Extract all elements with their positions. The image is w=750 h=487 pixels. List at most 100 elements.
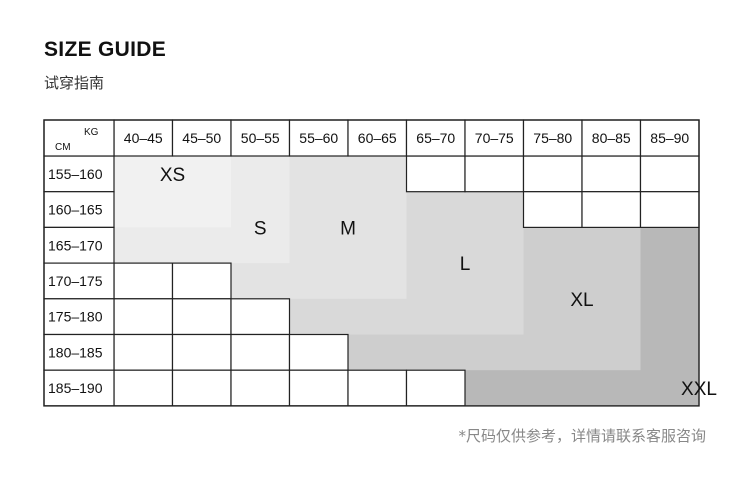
size-region-cell [348,156,408,193]
size-label: XXL [681,379,717,400]
empty-cell [230,333,291,371]
weight-header-label: 60–65 [358,130,397,146]
size-region-cell [465,298,525,336]
size-region-cell [465,334,525,371]
height-header-label: 160–165 [48,202,103,218]
height-header-label: 175–180 [48,309,103,325]
size-region-cell [289,191,349,228]
height-header-label: 180–185 [48,344,103,360]
empty-cell [464,155,525,193]
empty-cell [171,333,232,371]
size-label: M [340,218,356,239]
size-label: XS [160,165,185,186]
height-header-cell [43,298,115,336]
footnote: *尺码仅供参考，详情请联系客服咨询 [458,427,706,445]
corner-kg-label: KG [84,127,99,138]
size-label: L [460,254,471,275]
size-region-cell [465,227,525,264]
size-region-cell [348,191,408,228]
size-region-cell [406,263,466,300]
size-region-cell [582,334,642,371]
weight-header-label: 55–60 [299,130,338,146]
empty-cell [522,155,583,193]
size-region-cell [640,227,700,264]
size-region-cell [523,263,583,300]
empty-cell [405,155,466,193]
size-region-cell [582,298,642,336]
size-region-cell [172,227,232,264]
weight-header-cell [113,119,174,157]
size-region-cell [640,263,700,300]
size-region-cell [640,334,700,371]
height-header-label: 165–170 [48,237,103,253]
size-region-cell [640,370,700,407]
size-region-cell [465,191,525,228]
weight-header-label: 85–90 [650,130,689,146]
size-region-cell [289,263,349,300]
size-region-cell [114,191,174,228]
height-header-cell [43,262,115,300]
size-region-cell [172,156,232,193]
corner-cm-label: CM [55,142,71,153]
size-region-cell [348,334,408,371]
weight-header-label: 75–80 [533,130,572,146]
weight-header-cell [464,119,525,157]
size-region-cell [231,191,291,228]
empty-cell [113,262,174,300]
weight-header-label: 45–50 [182,130,221,146]
height-header-cell [43,369,115,407]
size-region-cell [406,298,466,336]
weight-header-cell [288,119,349,157]
height-header-label: 170–175 [48,273,103,289]
page-subtitle: 试穿指南 [44,74,105,92]
page-title: SIZE GUIDE [44,38,167,61]
size-region-cell [640,298,700,336]
table-outer-border [43,119,700,407]
weight-header-label: 50–55 [241,130,280,146]
size-region-cell [406,191,466,228]
empty-cell [113,298,174,336]
empty-cell [171,369,232,407]
weight-header-cell [405,119,466,157]
empty-cell [171,262,232,300]
empty-cell [522,191,583,228]
size-region-cell [231,263,291,300]
size-region-cell [582,227,642,264]
size-region-cell [289,156,349,193]
size-region-cell [465,370,525,407]
empty-cell [639,191,700,228]
corner-cell [43,119,115,157]
weight-header-label: 65–70 [416,130,455,146]
weight-header-cell [230,119,291,157]
size-region-cell [231,227,291,264]
size-region-cell [406,334,466,371]
empty-cell [171,298,232,336]
height-header-label: 155–160 [48,166,103,182]
size-region-cell [114,156,174,193]
size-region-cell [348,298,408,336]
empty-cell [405,369,466,407]
size-region-cell [523,227,583,264]
empty-cell [113,333,174,371]
size-region-cell [172,191,232,228]
weight-header-label: 40–45 [124,130,163,146]
size-region-cell [348,263,408,300]
empty-cell [639,155,700,193]
size-region-cell [289,298,349,336]
empty-cell [288,333,349,371]
empty-cell [230,298,291,336]
empty-cell [288,369,349,407]
empty-cell [230,369,291,407]
height-header-label: 185–190 [48,380,103,396]
height-header-cell [43,191,115,228]
size-label: XL [570,290,593,311]
size-region-cell [582,370,642,407]
size-region-cell [289,227,349,264]
size-region-cell [406,227,466,264]
weight-header-label: 70–75 [475,130,514,146]
size-region-cell [523,298,583,336]
size-region-cell [523,334,583,371]
size-region-cell [582,263,642,300]
empty-cell [581,191,642,228]
